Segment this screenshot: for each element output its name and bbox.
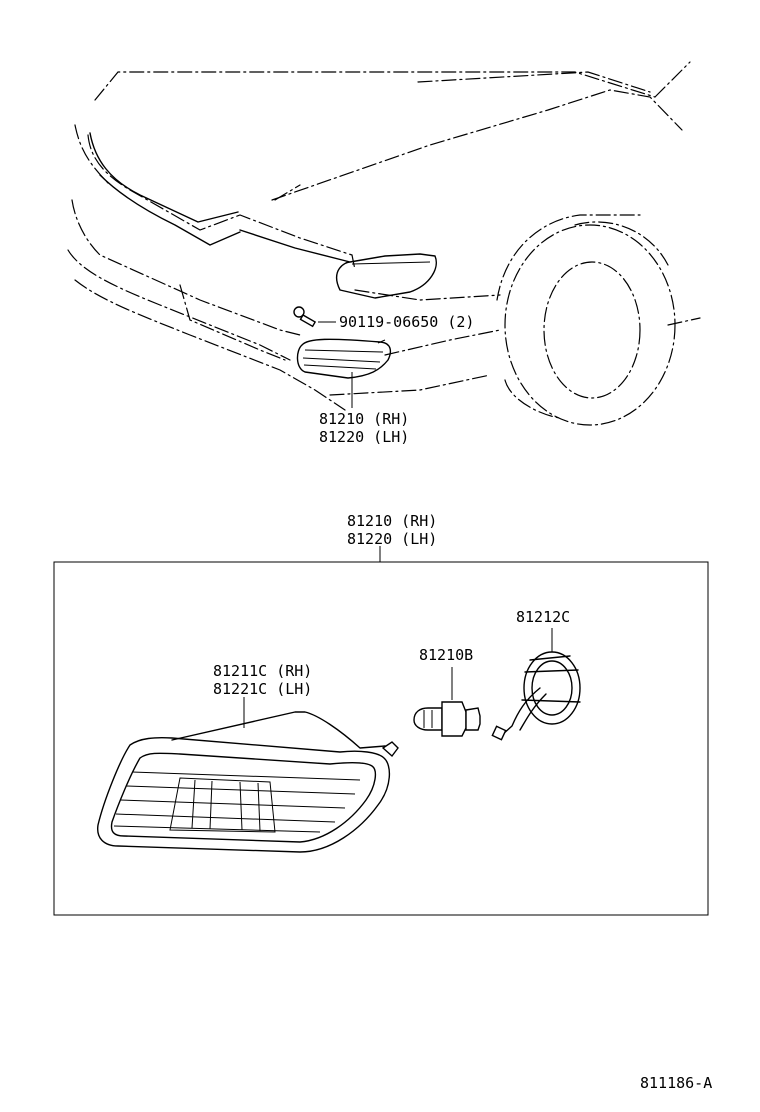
bolt-icon xyxy=(293,306,336,328)
lamp-assy-lh-label-top[interactable]: 81220 (LH) xyxy=(319,428,410,446)
lamp-lens-icon xyxy=(97,697,399,853)
lens-rh-label[interactable]: 81211C (RH) xyxy=(213,662,313,680)
lens-lh-label[interactable]: 81221C (LH) xyxy=(213,680,313,698)
bulb-part-label[interactable]: 81210B xyxy=(419,646,474,664)
bulb-icon xyxy=(413,667,481,737)
installed-side-lamp-icon xyxy=(296,338,392,408)
socket-part-label[interactable]: 81212C xyxy=(516,608,571,626)
socket-icon xyxy=(491,628,581,741)
car-front-illustration xyxy=(67,61,701,426)
lamp-assy-lh-label[interactable]: 81220 (LH) xyxy=(347,530,438,548)
figure-code: 811186-A xyxy=(640,1074,713,1092)
lamp-assy-rh-label[interactable]: 81210 (RH) xyxy=(347,512,438,530)
bolt-part-label[interactable]: 90119-06650 (2) xyxy=(339,313,475,331)
lamp-assy-rh-label-top[interactable]: 81210 (RH) xyxy=(319,410,410,428)
assembly-box xyxy=(53,546,709,916)
